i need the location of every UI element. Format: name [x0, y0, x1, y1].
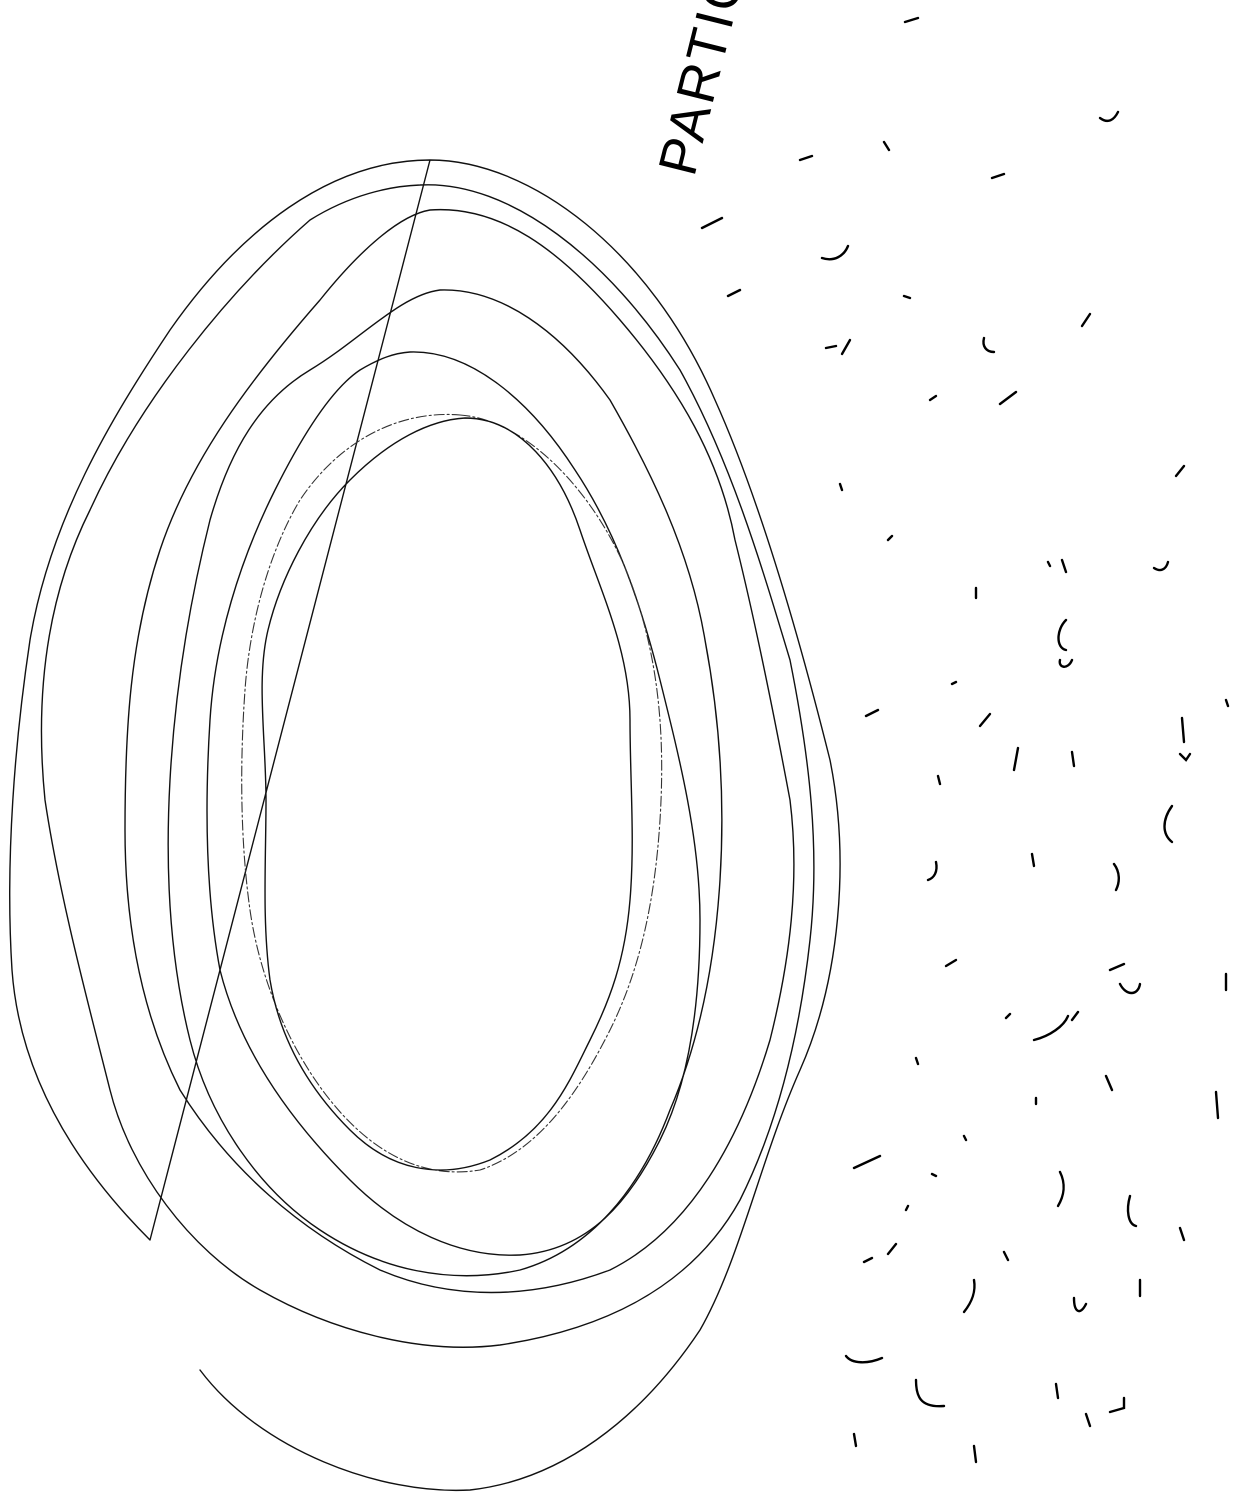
particle-mark: [728, 290, 740, 296]
particle-label: PARTICL: [647, 0, 764, 181]
particle-mark: [702, 218, 722, 228]
particle-mark: [1032, 854, 1034, 866]
particle-mark: [980, 714, 990, 726]
ring-outer-2: [41, 185, 813, 1347]
particle-mark: [1034, 1012, 1078, 1040]
particle-mark: [1216, 1092, 1218, 1118]
particle-mark: [905, 18, 918, 22]
particle-mark: [1014, 748, 1018, 770]
ring-inner-1: [207, 352, 700, 1255]
particle-mark: [916, 1058, 918, 1064]
particle-mark: [854, 1156, 880, 1168]
particle-mark: [854, 1434, 856, 1446]
particle-mark: [826, 340, 850, 354]
particle-mark: [888, 536, 892, 540]
particle-mark: [906, 1206, 908, 1210]
particle-mark: [1058, 1172, 1064, 1206]
particle-mark: [1004, 1252, 1008, 1260]
ring-inner-2: [242, 414, 662, 1171]
particle-mark: [938, 776, 940, 784]
particle-mark: [1110, 964, 1140, 993]
particle-mark: [916, 1380, 944, 1406]
rings-group: [10, 160, 840, 1490]
particle-mark: [1180, 718, 1190, 760]
particle-mark: [1006, 1014, 1010, 1018]
particle-mark: [992, 174, 1004, 178]
ring-outer-1: [10, 160, 840, 1490]
particle-mark: [884, 142, 889, 150]
particle-mark: [928, 862, 937, 880]
particle-mark: [864, 1244, 896, 1262]
particle-mark: [932, 1174, 936, 1176]
particle-mark: [800, 156, 812, 160]
particle-mark: [1226, 700, 1228, 706]
particle-mark: [1072, 752, 1074, 766]
ring-middle-1: [125, 210, 794, 1293]
particle-mark: [952, 682, 956, 684]
particle-mark: [1114, 864, 1119, 890]
particle-mark: [1056, 1384, 1058, 1398]
ring-middle-2: [168, 290, 722, 1276]
particle-mark: [1000, 392, 1016, 404]
particle-marks: [702, 18, 1228, 1462]
particle-mark: [1176, 466, 1184, 476]
particle-mark: [1100, 112, 1118, 121]
particle-mark: [1048, 560, 1066, 572]
particle-mark: [1180, 1228, 1184, 1240]
particle-mark: [1082, 314, 1090, 326]
particle-mark: [904, 296, 910, 298]
particle-mark: [866, 710, 878, 716]
particle-mark: [1086, 1398, 1124, 1426]
ring-inner-3: [262, 418, 632, 1170]
particle-mark: [946, 960, 956, 966]
particle-mark: [964, 1136, 966, 1140]
particle-mark: [1128, 1196, 1136, 1226]
particle-mark: [840, 484, 842, 490]
particle-mark: [846, 1356, 882, 1362]
particle-mark: [964, 1280, 975, 1312]
particle-mark: [1106, 1076, 1112, 1090]
particle-mark: [983, 338, 994, 352]
particle-mark: [930, 396, 936, 400]
particle-mark: [974, 1446, 976, 1462]
particle-mark: [822, 246, 848, 259]
particle-mark: [1059, 620, 1073, 667]
particle-mark: [1154, 562, 1168, 570]
particle-mark: [1165, 806, 1173, 842]
particle-mark: [1074, 1298, 1086, 1311]
